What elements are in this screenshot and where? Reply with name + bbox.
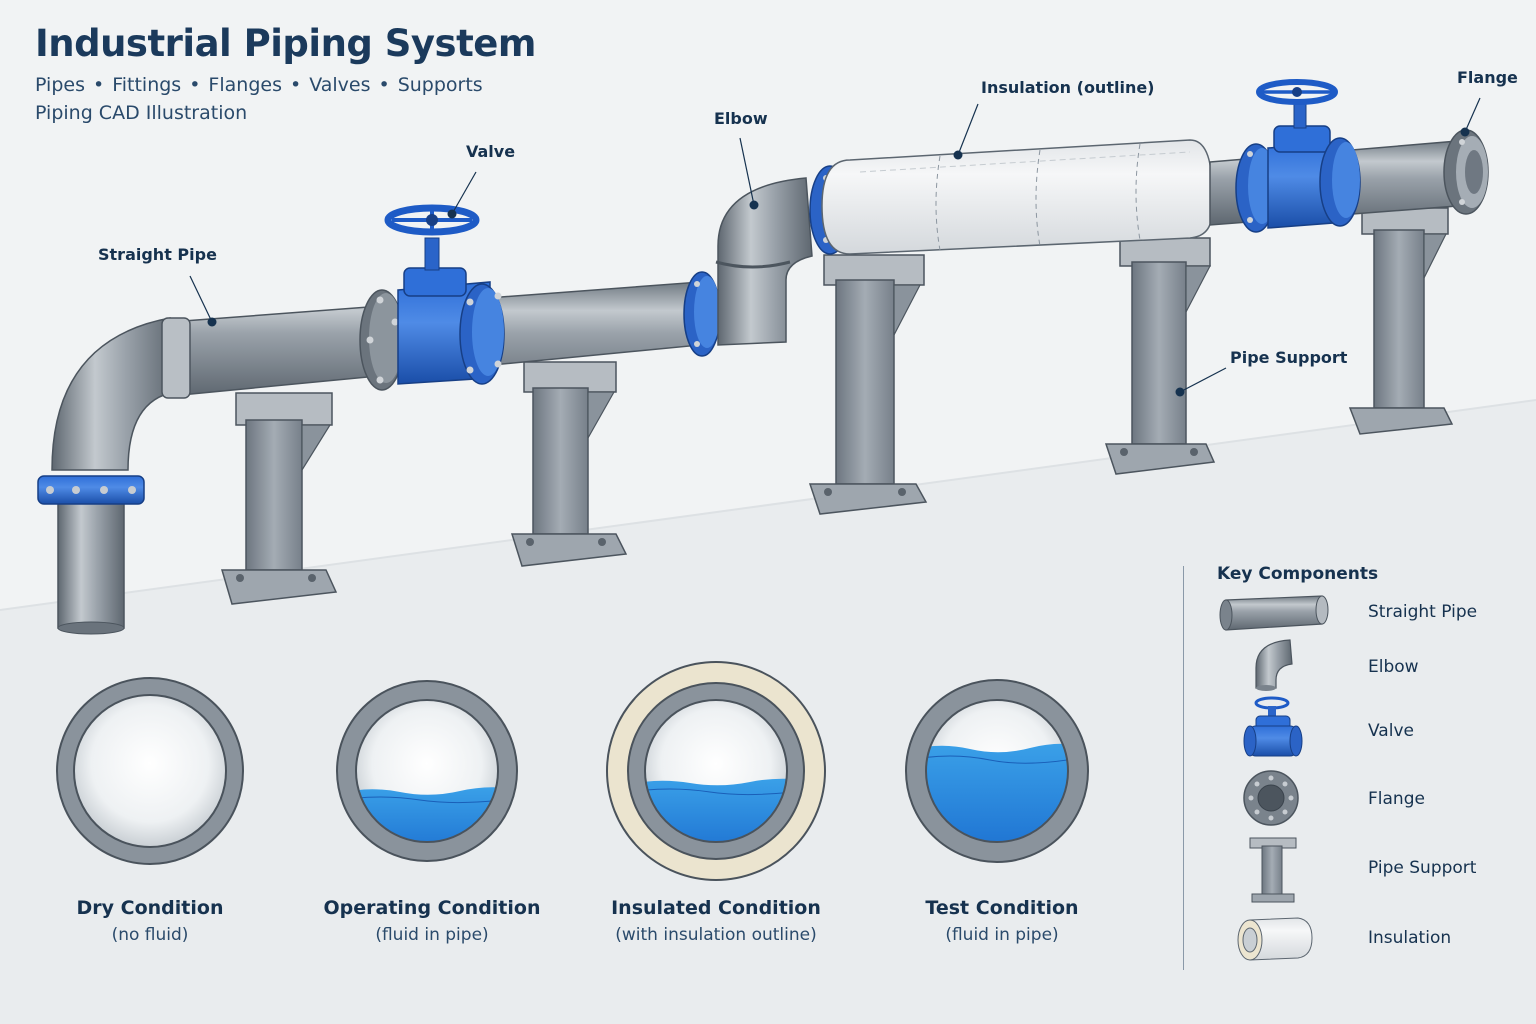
callout-pipe-support: Pipe Support bbox=[1230, 348, 1348, 367]
subtitle-item-flanges: Flanges bbox=[208, 74, 282, 96]
upper-elbow bbox=[715, 177, 813, 346]
legend-divider bbox=[1183, 566, 1184, 970]
page-title: Industrial Piping System bbox=[35, 22, 536, 65]
valve-flange-left bbox=[359, 289, 405, 391]
section-dry bbox=[56, 677, 244, 865]
legend-item-straight-pipe: Straight Pipe bbox=[1368, 602, 1478, 622]
legend-item-valve: Valve bbox=[1368, 721, 1414, 741]
condition-operating: Operating Condition (fluid in pipe) bbox=[292, 897, 572, 945]
subtitle-item-valves: Valves bbox=[309, 74, 371, 96]
insulation-icon bbox=[1237, 917, 1313, 961]
condition-dry: Dry Condition (no fluid) bbox=[10, 897, 290, 945]
subtitle: Pipes•Fittings•Flanges•Valves•Supports bbox=[35, 74, 483, 96]
condition-name: Dry Condition bbox=[76, 897, 224, 919]
legend-title: Key Components bbox=[1217, 564, 1379, 584]
section-operating bbox=[336, 680, 518, 862]
condition-test: Test Condition (fluid in pipe) bbox=[862, 897, 1142, 945]
subtitle-item-supports: Supports bbox=[397, 74, 483, 96]
left-elbow bbox=[51, 317, 176, 635]
callout-elbow: Elbow bbox=[714, 109, 768, 128]
legend-item-pipe-support: Pipe Support bbox=[1368, 858, 1477, 878]
flange-icon bbox=[1243, 770, 1299, 826]
valve-flange-right bbox=[459, 283, 505, 385]
condition-desc: (fluid in pipe) bbox=[945, 925, 1059, 945]
valve-icon bbox=[1243, 696, 1303, 757]
valve2-flange-right bbox=[1319, 137, 1361, 227]
callout-valve: Valve bbox=[466, 142, 516, 161]
pipe-support-5 bbox=[1348, 207, 1454, 435]
left-bottom-flange bbox=[37, 475, 145, 505]
elbow-icon bbox=[1255, 639, 1293, 691]
subtitle-item-fittings: Fittings bbox=[112, 74, 182, 96]
section-test bbox=[905, 679, 1089, 863]
callout-dots bbox=[207, 127, 1470, 397]
condition-name: Insulated Condition bbox=[611, 897, 821, 919]
pipe-collar bbox=[161, 317, 191, 399]
condition-desc: (no fluid) bbox=[111, 925, 189, 945]
callout-straight-pipe: Straight Pipe bbox=[98, 245, 217, 264]
pipe-support-3 bbox=[808, 254, 928, 515]
end-flange bbox=[1443, 129, 1489, 215]
legend-item-flange: Flange bbox=[1368, 789, 1425, 809]
condition-desc: (fluid in pipe) bbox=[375, 925, 489, 945]
caption: Piping CAD Illustration bbox=[35, 102, 248, 124]
condition-name: Test Condition bbox=[925, 897, 1079, 919]
legend-item-elbow: Elbow bbox=[1368, 657, 1419, 677]
straight-pipe-icon bbox=[1219, 595, 1329, 631]
section-insulated bbox=[606, 661, 826, 881]
pipe-support-4 bbox=[1104, 237, 1216, 475]
legend-item-insulation: Insulation bbox=[1368, 928, 1452, 948]
condition-desc: (with insulation outline) bbox=[615, 925, 817, 945]
elbow-flange bbox=[683, 271, 721, 357]
subtitle-item-pipes: Pipes bbox=[35, 74, 85, 96]
pipe-support-2 bbox=[510, 361, 628, 567]
condition-insulated: Insulated Condition (with insulation out… bbox=[576, 897, 856, 945]
insulation-jacket bbox=[821, 139, 1213, 255]
callout-insulation: Insulation (outline) bbox=[981, 78, 1155, 97]
callout-flange: Flange bbox=[1457, 68, 1518, 87]
condition-name: Operating Condition bbox=[323, 897, 541, 919]
pipe-support-icon bbox=[1249, 837, 1297, 903]
pipe-support-1 bbox=[220, 392, 338, 605]
callout-leaders bbox=[189, 97, 1481, 393]
